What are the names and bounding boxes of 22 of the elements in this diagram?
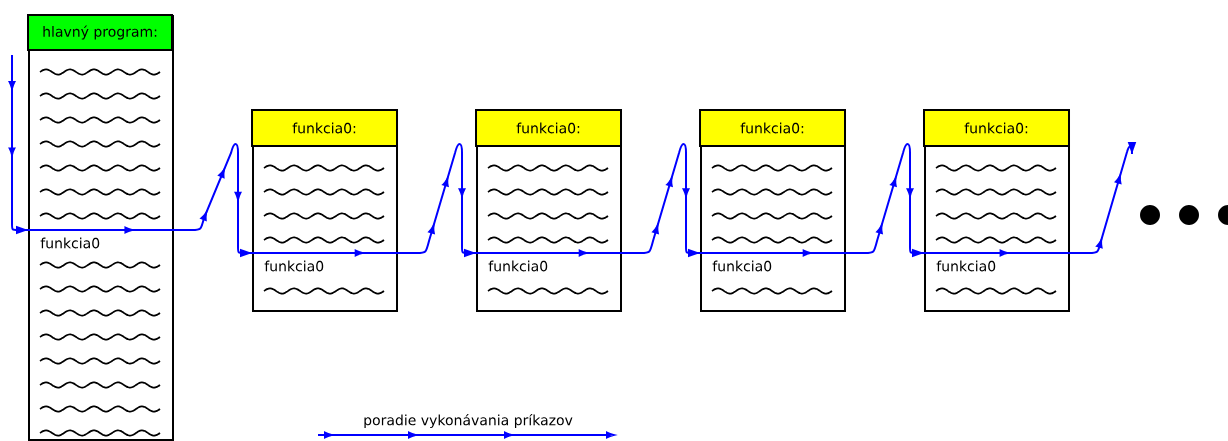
flow-arrow <box>699 143 925 258</box>
code-box <box>699 109 846 312</box>
header-band: funkcia0: <box>475 109 622 147</box>
call-label: funkcia0 <box>712 260 772 272</box>
flow-arrow <box>27 143 253 258</box>
call-label: funkcia0 <box>264 260 324 272</box>
code-box <box>27 14 174 441</box>
legend-text: poradie vykonávania príkazov <box>364 413 573 429</box>
code-box <box>251 109 398 312</box>
flow-arrow <box>923 141 1137 257</box>
call-label: funkcia0 <box>488 260 548 272</box>
call-label: funkcia0 <box>936 260 996 272</box>
header-band: funkcia0: <box>699 109 846 147</box>
header-band: funkcia0: <box>923 109 1070 147</box>
header-band: funkcia0: <box>251 109 398 147</box>
call-label: funkcia0 <box>40 237 100 249</box>
flow-arrow <box>475 143 701 258</box>
flow-arrow <box>251 143 477 258</box>
flow-arrow <box>8 54 29 235</box>
code-box <box>923 109 1070 312</box>
header-band: hlavný program: <box>27 14 173 51</box>
code-box <box>475 109 622 312</box>
